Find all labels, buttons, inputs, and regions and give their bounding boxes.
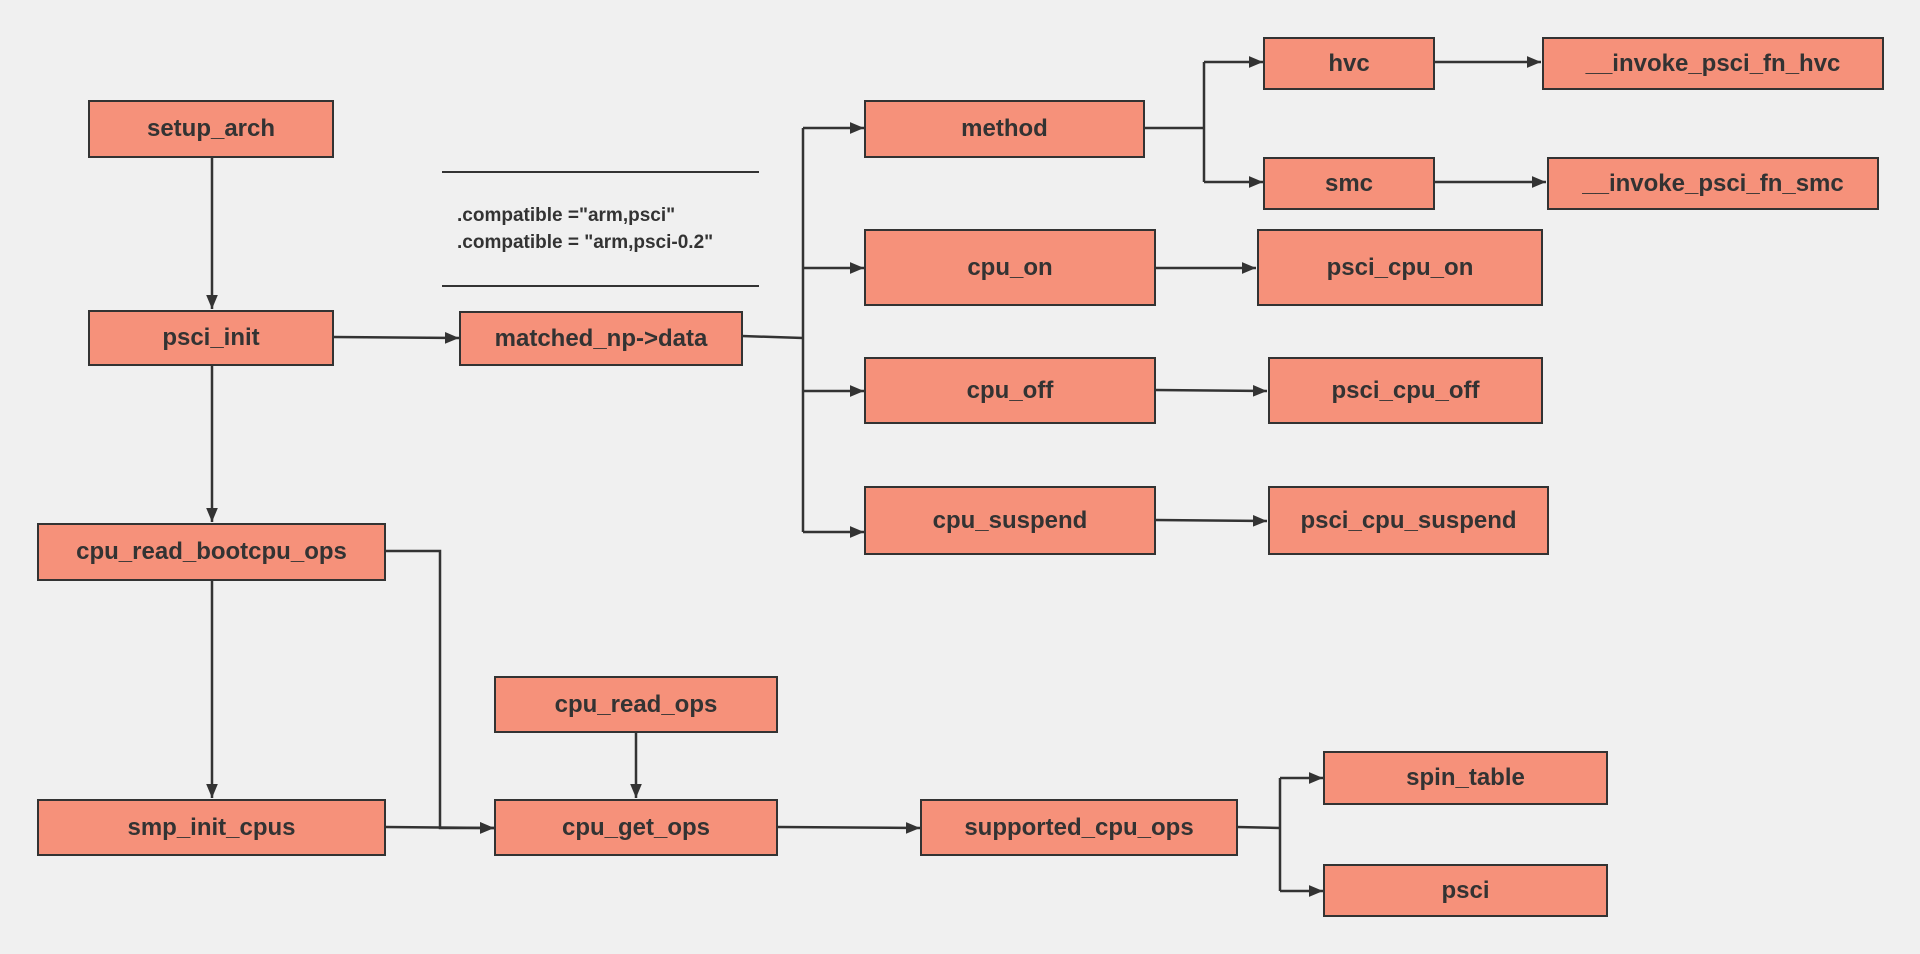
edge-cpu-read-bootcpu-ops-to-cpu-get-ops	[385, 549, 494, 834]
edge-psci-init-to-matched-np-data	[332, 332, 460, 344]
node-method: method	[864, 100, 1145, 158]
note-bottom-rule	[442, 285, 759, 287]
node-invoke-psci-fn-hvc: __invoke_psci_fn_hvc	[1542, 37, 1884, 90]
node-spin-table: spin_table	[1323, 751, 1608, 805]
node-cpu-read-bootcpu-ops: cpu_read_bootcpu_ops	[37, 523, 386, 581]
node-cpu-on: cpu_on	[864, 229, 1156, 306]
node-cpu-read-ops: cpu_read_ops	[494, 676, 778, 733]
note-top-rule	[442, 171, 759, 173]
edge-matched-np-data-fork	[741, 334, 804, 340]
node-psci-init: psci_init	[88, 310, 334, 366]
node-cpu-get-ops: cpu_get_ops	[494, 799, 778, 856]
node-invoke-psci-fn-smc: __invoke_psci_fn_smc	[1547, 157, 1879, 210]
edge-supported-cpu-ops-fork	[1236, 825, 1281, 830]
note-compatible-line-1: .compatible ="arm,psci"	[457, 205, 676, 226]
node-psci-cpu-suspend: psci_cpu_suspend	[1268, 486, 1549, 555]
node-cpu-suspend: cpu_suspend	[864, 486, 1156, 555]
node-smc: smc	[1263, 157, 1435, 210]
edge-cpu-off-to-psci-cpu-off	[1154, 385, 1268, 397]
node-hvc: hvc	[1263, 37, 1435, 90]
node-smp-init-cpus: smp_init_cpus	[37, 799, 386, 856]
node-cpu-off: cpu_off	[864, 357, 1156, 424]
node-psci-cpu-off: psci_cpu_off	[1268, 357, 1543, 424]
node-supported-cpu-ops: supported_cpu_ops	[920, 799, 1238, 856]
node-psci: psci	[1323, 864, 1608, 917]
node-setup-arch: setup_arch	[88, 100, 334, 158]
edge-cpu-suspend-to-psci-cpu-suspend	[1154, 515, 1268, 527]
node-psci-cpu-on: psci_cpu_on	[1257, 229, 1543, 306]
edge-cpu-get-ops-to-supported-cpu-ops	[777, 822, 921, 834]
note-compatible-line-2: .compatible = "arm,psci-0.2"	[457, 232, 714, 253]
node-matched-np-data: matched_np->data	[459, 311, 743, 366]
edge-smp-init-cpus-to-cpu-get-ops	[384, 822, 495, 834]
